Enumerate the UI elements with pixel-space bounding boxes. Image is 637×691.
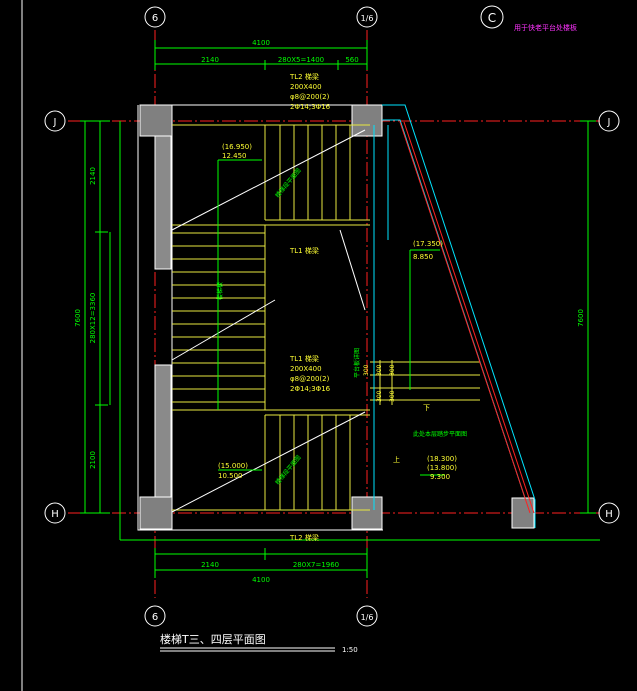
label-down-mark: 下 [423, 404, 430, 412]
axis-label-right-H: H [605, 509, 613, 520]
label-level-bot-b: 10.500 [218, 472, 243, 480]
column-top-left [139, 104, 173, 137]
landing-width-2: 300 [376, 364, 383, 376]
axis-bubble-top-left [144, 6, 166, 28]
axis-bubble-left-H [44, 502, 66, 524]
section-mark-circle [480, 5, 504, 29]
axis-label-left-J: J [53, 117, 57, 128]
column-bottom-left [139, 496, 173, 530]
axis-label-right-J: J [607, 117, 611, 128]
axis-bubble-right-H [598, 502, 620, 524]
label-tl2-top-bars: 2Φ14;3Φ16 [290, 103, 331, 111]
dim-bottom-total: 4100 [252, 576, 270, 584]
label-flight: 楼梯板 [216, 282, 224, 300]
landing-outline [373, 104, 536, 528]
axis-label-left-H: H [51, 509, 59, 520]
leader-lines [217, 159, 445, 476]
columns [139, 104, 535, 530]
label-level-top-a: (16.950) [222, 143, 252, 151]
label-level-right-b: 8.850 [413, 253, 433, 261]
landing-width-1: 300 [363, 364, 370, 376]
column-bottom-right [351, 496, 383, 530]
dim-bottom-a: 2140 [201, 561, 219, 569]
dim-top-total: 4100 [252, 39, 270, 47]
label-tl1-mid-size: 200X400 [290, 365, 322, 373]
dim-top-c: 560 [345, 56, 358, 64]
axis-bubbles [44, 6, 620, 627]
label-tl1-mid-stirrup: φ8@200(2) [290, 375, 330, 383]
dim-top-a: 2140 [201, 56, 219, 64]
label-tl1-mid-name: TL1 梯梁 [289, 354, 319, 363]
dim-left-bottom: 2100 [89, 451, 97, 469]
drawing-scale: 1:50 [342, 646, 358, 654]
label-level-top-b: 12.450 [222, 152, 247, 160]
label-up-mark: 上 [393, 455, 400, 464]
label-level-right-a: (17.350) [413, 240, 443, 248]
wall-left-upper [154, 135, 172, 270]
axis-bubble-bottom-right [356, 605, 378, 627]
dim-right-total: 7600 [577, 309, 585, 327]
landing-width-3: 300 [389, 364, 396, 376]
label-landing-note: 此处本层踏步平面图 [413, 430, 467, 438]
label-level-br-c: 9.300 [430, 473, 450, 481]
slope-lines [399, 121, 535, 514]
label-tl2-bottom: TL2 梯梁 [289, 533, 319, 542]
label-level-bot-a: (15.000) [218, 462, 248, 470]
axis-bubble-bottom-left [144, 605, 166, 627]
label-tl2-top-size: 200X400 [290, 83, 322, 91]
dim-top-b: 280X5=1400 [278, 56, 324, 64]
magenta-note: 用于快老平台处楼板 [514, 23, 577, 32]
axis-label-top-right: 1/6 [361, 14, 374, 23]
axis-bubble-top-right [356, 6, 378, 28]
label-level-br-b: (13.800) [427, 464, 457, 472]
drawing-title: 楼梯T三、四层平面图 [160, 632, 266, 646]
dim-left-mid: 280X12=3360 [89, 293, 97, 344]
dimension-lines [80, 40, 600, 578]
dim-bottom-b: 280X7=1960 [293, 561, 339, 569]
section-mark-letter: C [488, 11, 496, 25]
landing-width-b1: 300 [376, 390, 383, 402]
break-lines [171, 129, 366, 513]
wall-left-lower [154, 364, 172, 498]
label-tl1-mid-bars: 2Φ14;3Φ16 [290, 385, 331, 393]
axis-bubble-right-J [598, 110, 620, 132]
label-stair-mid: 平台板详图 [353, 348, 361, 378]
label-level-br-a: (18.300) [427, 455, 457, 463]
axis-bubble-left-J [44, 110, 66, 132]
axis-label-bottom-left: 6 [152, 612, 158, 623]
label-tl1-top: TL1 梯梁 [289, 246, 319, 255]
label-tl2-top-name: TL2 梯梁 [289, 72, 319, 81]
axis-label-top-left: 6 [152, 13, 158, 24]
dim-left-top: 2140 [89, 167, 97, 185]
dim-left-total: 7600 [74, 309, 82, 327]
column-top-right [351, 104, 383, 137]
landing-width-b2: 300 [389, 390, 396, 402]
axis-label-bottom-right: 1/6 [361, 613, 374, 622]
label-tl2-top-stirrup: φ8@200(2) [290, 93, 330, 101]
